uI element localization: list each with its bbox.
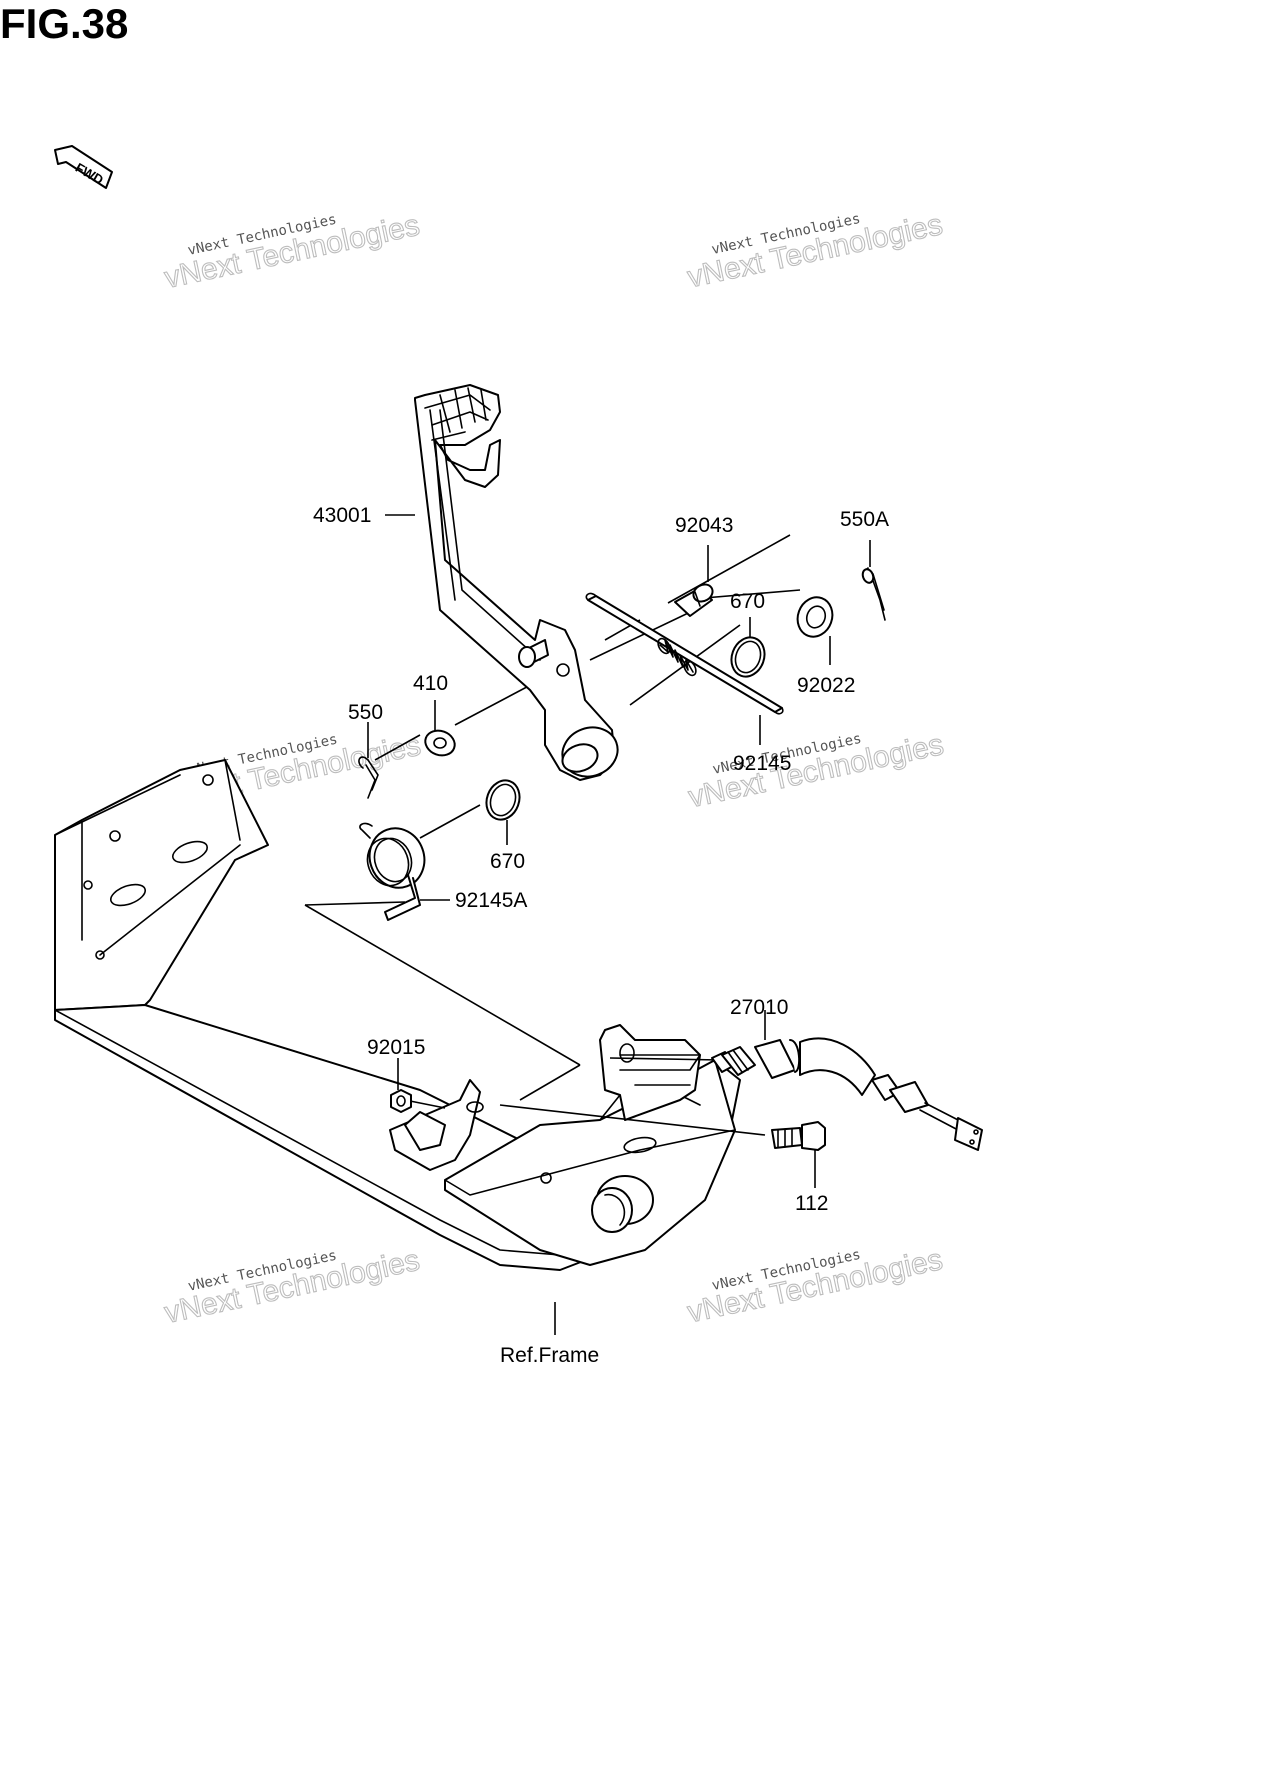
callout-112: 112	[795, 1192, 828, 1215]
callout-550: 550	[348, 701, 383, 724]
callout-92015: 92015	[367, 1036, 425, 1059]
brake-pedal-43001	[385, 384, 619, 781]
callout-670-top: 670	[730, 590, 765, 613]
cotter-pin-550	[358, 722, 379, 799]
callout-410: 410	[413, 672, 448, 695]
callout-27010: 27010	[730, 996, 788, 1019]
bolt-112	[771, 1121, 826, 1188]
watermark-bottom-right: vNext Technologies vNext Technologies	[684, 1243, 946, 1330]
nut-92015	[390, 1058, 412, 1113]
washer-92022	[796, 596, 834, 665]
callout-550A: 550A	[840, 508, 889, 531]
pin-92043	[674, 545, 714, 617]
figure-title: FIG.38	[0, 0, 129, 47]
compression-spring	[657, 637, 697, 677]
callout-92145: 92145	[733, 752, 791, 775]
brake-switch-27010	[711, 1010, 983, 1151]
watermark-mid-right: vNext Technologies vNext Technologies	[685, 727, 947, 814]
watermark-top-right: vNext Technologies vNext Technologies	[684, 208, 946, 295]
washer-410	[424, 700, 456, 757]
callout-ref-frame: Ref.Frame	[500, 1344, 599, 1367]
fwd-arrow-icon: FWD	[54, 145, 113, 189]
callout-670-bottom: 670	[490, 850, 525, 873]
callout-92145A: 92145A	[455, 889, 527, 912]
watermark-top-left: vNext Technologies vNext Technologies	[161, 208, 423, 295]
o-ring-670-bottom	[485, 779, 521, 845]
cotter-pin-550A	[861, 540, 886, 621]
spring-rod	[585, 592, 784, 715]
watermark-bottom-left: vNext Technologies vNext Technologies	[161, 1243, 423, 1330]
callout-43001: 43001	[313, 504, 371, 527]
o-ring-670-top	[730, 617, 766, 678]
torsion-spring-92145A	[359, 822, 450, 921]
callout-92043: 92043	[675, 514, 733, 537]
callout-92022: 92022	[797, 674, 855, 697]
frame-reference	[54, 759, 741, 1335]
